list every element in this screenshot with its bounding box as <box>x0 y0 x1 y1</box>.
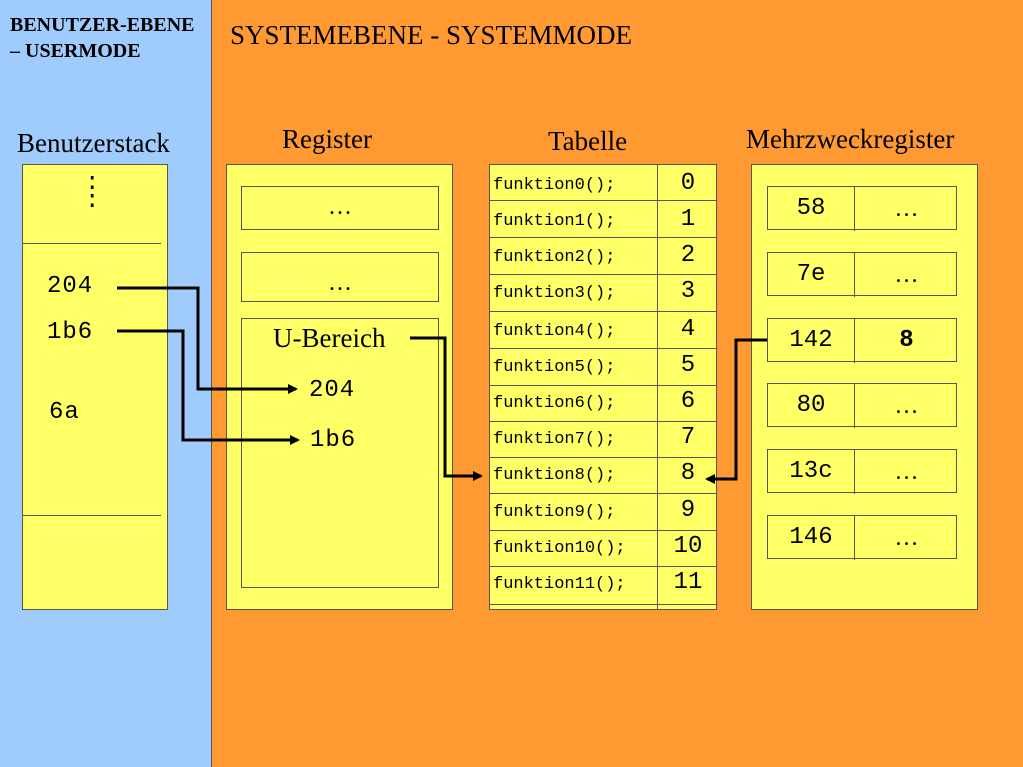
tabelle-function-name: funktion3(); <box>493 284 616 303</box>
tabelle-row-divider <box>489 237 717 238</box>
tabelle-row-divider <box>489 421 717 422</box>
u-bereich-label: U-Bereich <box>273 323 386 353</box>
user-stack-label: Benutzerstack <box>17 128 170 158</box>
tabelle-row-divider <box>489 566 717 567</box>
stack-value-6a: 6a <box>49 399 80 426</box>
u-bereich-box: U-Bereich 204 1b6 <box>241 318 439 588</box>
mehrzweckregister-value: … <box>854 384 958 428</box>
tabelle-function-name: funktion0(); <box>493 176 616 195</box>
mehrzweckregister-row: 7e … <box>767 252 958 297</box>
tabelle-row-divider <box>489 348 717 349</box>
tabelle-function-name: funktion5(); <box>493 358 616 377</box>
arrow-u-bereich-to-funktion8 <box>410 336 483 481</box>
mehrzweckregister-row: 146 … <box>767 515 958 560</box>
tabelle-row-divider <box>489 604 717 605</box>
tabelle-function-name: funktion2(); <box>493 248 616 267</box>
arrow-204-to-u-bereich <box>117 286 298 394</box>
arrow-1b6-to-u-bereich <box>117 329 300 445</box>
stack-value-204: 204 <box>47 273 94 300</box>
mehrzweckregister-key: 13c <box>789 458 833 485</box>
tabelle-row-divider <box>489 530 717 531</box>
register-slot-2: … <box>241 252 439 302</box>
mehrzweckregister-key: 142 <box>789 327 833 354</box>
tabelle-function-name: funktion8(); <box>493 466 616 485</box>
tabelle-row-divider <box>489 311 717 312</box>
mehrzweckregister-value: … <box>854 187 958 231</box>
tabelle-function-name: funktion9(); <box>493 503 616 522</box>
mehrzweckregister-key: 58 <box>796 195 826 222</box>
tabelle-row-divider <box>489 274 717 275</box>
mehrzweckregister-row: 142 8 <box>767 318 958 363</box>
tabelle-index: 7 <box>680 424 696 451</box>
system-mode-title: SYSTEMEBENE - SYSTEMMODE <box>230 20 633 50</box>
tabelle-row: funktion10(); 10 <box>490 529 716 565</box>
stack-value-1b6: 1b6 <box>47 319 94 346</box>
tabelle-index: 1 <box>680 206 696 233</box>
mehrzweckregister-value: 8 <box>854 319 958 363</box>
mehrzweckregister-row: 58 … <box>767 186 958 231</box>
tabelle-row: funktion3(); 3 <box>490 274 716 310</box>
tabelle-row: funktion6(); 6 <box>490 384 716 420</box>
tabelle-function-name: funktion1(); <box>493 212 616 231</box>
tabelle-row-divider <box>489 200 717 201</box>
mehrzweckregister-key: 7e <box>796 261 826 288</box>
tabelle-index: 10 <box>673 533 703 560</box>
mehrzweckregister-value: … <box>854 516 958 560</box>
tabelle-row-divider <box>489 457 717 458</box>
arrow-register142-to-index8 <box>705 338 767 484</box>
tabelle-index: 3 <box>680 278 696 305</box>
tabelle-row: funktion4(); 4 <box>490 312 716 348</box>
tabelle-index: 2 <box>680 242 696 269</box>
tabelle-function-name: funktion7(); <box>493 430 616 449</box>
tabelle-index: 4 <box>680 316 696 343</box>
tabelle-row: funktion11(); 11 <box>490 565 716 601</box>
mehrzweckregister-row: 13c … <box>767 449 958 494</box>
tabelle-index: 0 <box>680 170 696 197</box>
tabelle-index: 5 <box>680 352 696 379</box>
tabelle-box <box>489 164 717 610</box>
mehrzweckregister-value: … <box>854 450 958 494</box>
tabelle-row: funktion0(); 0 <box>490 166 716 202</box>
tabelle-row: funktion9(); 9 <box>490 493 716 529</box>
tabelle-function-name: funktion4(); <box>493 322 616 341</box>
register-slot-1: … <box>241 186 439 230</box>
tabelle-row: funktion8(); 8 <box>490 456 716 492</box>
u-bereich-value-1b6: 1b6 <box>310 427 357 454</box>
stack-divider-bottom <box>23 515 161 516</box>
tabelle-index: 8 <box>680 460 696 487</box>
tabelle-index: 11 <box>673 569 703 596</box>
tabelle-row-divider <box>489 385 717 386</box>
user-mode-title: BENUTZER-EBENE – USERMODE <box>10 14 195 62</box>
tabelle-index: 6 <box>680 388 696 415</box>
u-bereich-value-204: 204 <box>309 377 356 404</box>
mehrzweckregister-label: Mehrzweckregister <box>746 124 955 154</box>
tabelle-function-name: funktion11(); <box>493 575 626 594</box>
tabelle-row: funktion2(); 2 <box>490 238 716 274</box>
mehrzweckregister-key: 146 <box>789 524 833 551</box>
mehrzweckregister-key: 80 <box>796 392 826 419</box>
mehrzweckregister-value: … <box>854 253 958 297</box>
tabelle-row: funktion1(); 1 <box>490 202 716 238</box>
stack-ellipsis: : : <box>85 170 100 215</box>
tabelle-row: funktion7(); 7 <box>490 420 716 456</box>
register-label: Register <box>282 124 372 154</box>
mehrzweckregister-row: 80 … <box>767 383 958 428</box>
tabelle-function-name: funktion10(); <box>493 539 626 558</box>
stack-divider-top <box>23 243 161 244</box>
tabelle-label: Tabelle <box>548 126 628 156</box>
tabelle-row-divider <box>489 493 717 494</box>
user-stack-box: : : 204 1b6 6a <box>22 164 168 610</box>
tabelle-index: 9 <box>680 497 696 524</box>
tabelle-function-name: funktion6(); <box>493 394 616 413</box>
tabelle-row: funktion5(); 5 <box>490 348 716 384</box>
tabelle-column-divider <box>657 164 658 610</box>
